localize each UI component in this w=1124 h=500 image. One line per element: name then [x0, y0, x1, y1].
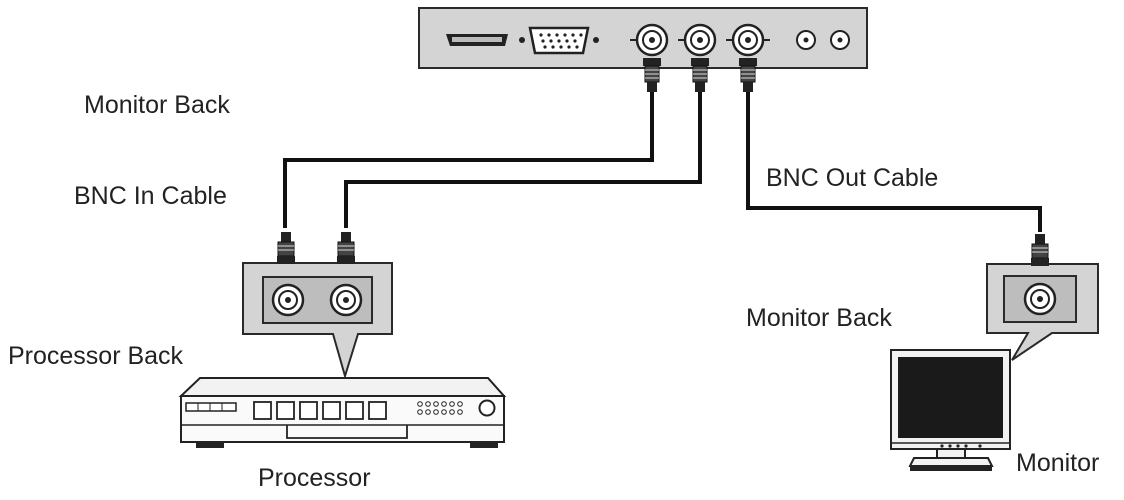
bnc-in-cable-label: BNC In Cable — [74, 182, 227, 210]
bnc-plug-processor-2-icon — [336, 231, 356, 265]
bnc-plug-monitor-1-icon — [642, 57, 662, 93]
audio-jack-2-icon — [830, 30, 850, 50]
monitor-device-icon — [890, 349, 1011, 471]
processor-back-label: Processor Back — [8, 342, 184, 370]
bnc-plug-monitor-2-icon — [690, 57, 710, 93]
vga-port-icon — [519, 26, 599, 55]
hdmi-port-icon — [446, 34, 508, 46]
bnc-jack-out-icon — [726, 23, 770, 57]
bnc-in-cable-2 — [344, 92, 702, 228]
processor-label: Processor — [258, 464, 371, 492]
monitor-back-label-right: Monitor Back — [746, 304, 892, 332]
monitor-right-bnc-jack-icon — [1023, 282, 1057, 316]
monitor-label: Monitor — [1016, 449, 1100, 477]
audio-jack-1-icon — [796, 30, 816, 50]
bnc-plug-processor-1-icon — [276, 231, 296, 265]
monitor-back-label-top: Monitor Back — [84, 91, 230, 119]
processor-bnc-jack-2-icon — [329, 283, 363, 317]
processor-bnc-jack-1-icon — [271, 283, 305, 317]
bnc-jack-in-1-icon — [630, 23, 669, 57]
processor-back-panel — [242, 262, 393, 380]
bnc-out-cable — [746, 92, 1042, 232]
bnc-out-cable-label: BNC Out Cable — [766, 164, 939, 192]
bnc-jack-in-2-icon — [678, 23, 717, 57]
bnc-plug-monitor-right-icon — [1030, 233, 1050, 267]
bnc-plug-monitor-out-icon — [738, 57, 758, 93]
processor-device-icon — [178, 377, 507, 448]
bnc-in-cable-1 — [283, 92, 654, 228]
monitor-back-panel-right — [986, 263, 1099, 361]
